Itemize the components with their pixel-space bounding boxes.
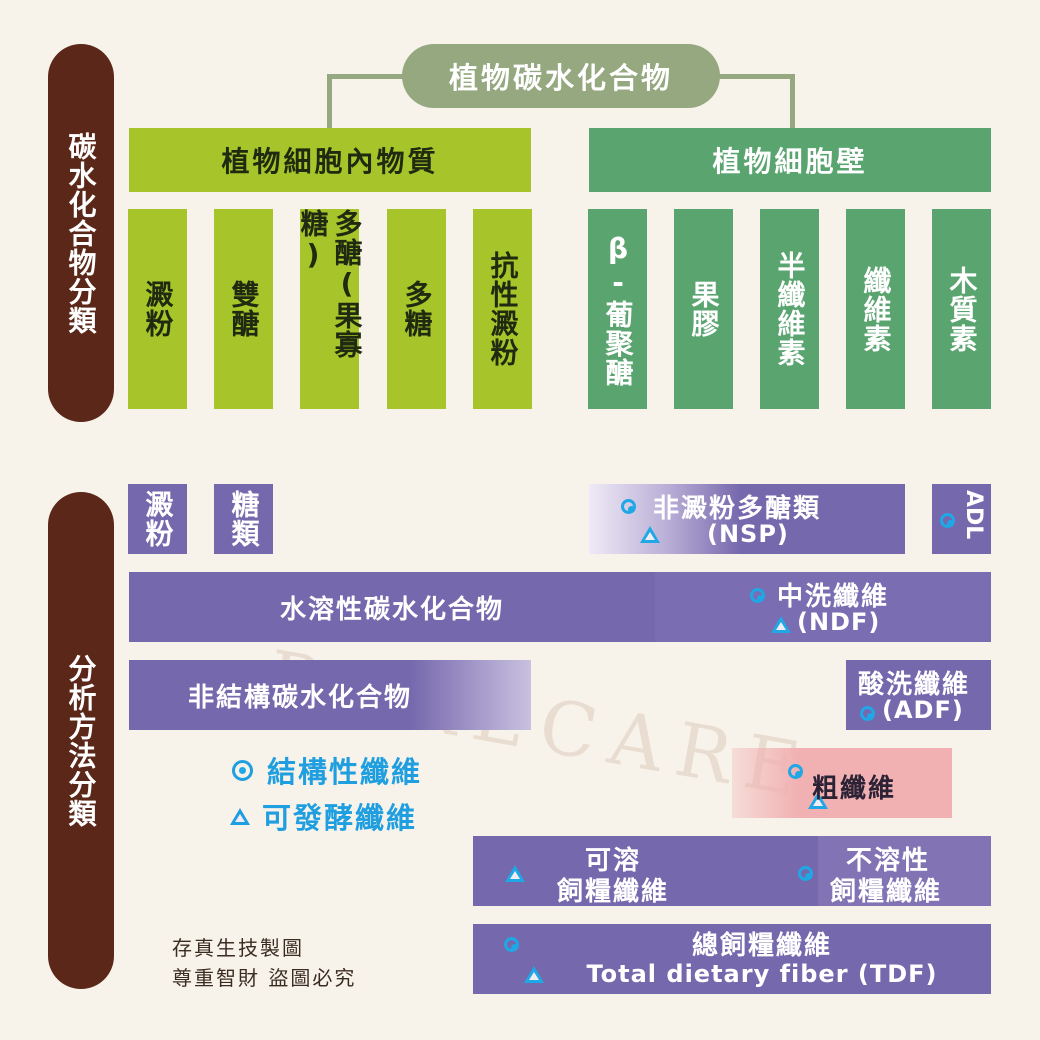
water-soluble-carb-label: 水溶性碳水化合物 (279, 594, 504, 625)
insoluble-fiber-box: 不溶性 飼糧纖維 (798, 836, 991, 907)
insoluble-fiber-line2: 飼糧纖維 (830, 877, 943, 907)
legend-fermentable-label: 可發酵纖維 (262, 801, 418, 835)
tdf-english: Total dietary fiber (TDF) (586, 960, 938, 988)
root-connector-right (790, 74, 795, 128)
structural-fiber-circle-icon (750, 588, 765, 603)
structural-fiber-circle-icon (940, 513, 955, 528)
analysis-classification-label: 分析方法分類 (48, 492, 114, 989)
root-connector-left (327, 74, 332, 128)
ndf-box: 中洗纖維 (NDF) (655, 572, 991, 642)
fermentable-fiber-triangle-icon (505, 865, 525, 882)
nsc-box: 非結構碳水化合物 (129, 660, 531, 730)
fermentable-fiber-triangle-icon (807, 792, 828, 809)
crude-fiber-box: 粗纖維 (732, 748, 952, 818)
adf-box: 酸洗纖維 (ADF) (846, 660, 991, 730)
ndf-label: 中洗纖維 (777, 582, 890, 612)
intracellular-header: 植物細胞內物質 (129, 128, 531, 192)
adl-label: ADL (961, 490, 986, 540)
root-node: 植物碳水化合物 (402, 44, 720, 108)
structural-fiber-circle-icon (860, 706, 875, 721)
legend-structural-label: 結構性纖維 (267, 755, 423, 789)
item-cellulose: 纖維素 (846, 209, 905, 409)
item-starch: 澱粉 (128, 209, 187, 409)
carb-classification-label: 碳水化合物分類 (48, 44, 114, 422)
soluble-fiber-line2: 飼糧纖維 (557, 877, 670, 907)
tdf-box: 總飼糧纖維 Total dietary fiber (TDF) (473, 924, 991, 994)
item-lignin: 木質素 (932, 209, 991, 409)
item-disaccharide: 雙醣 (214, 209, 273, 409)
structural-fiber-circle-icon (798, 866, 813, 881)
item-polysaccharide: 多糖 (387, 209, 446, 409)
adl-box: ADL (932, 484, 991, 554)
item-beta-glucan: β-葡聚醣 (588, 209, 647, 409)
item-pectin: 果膠 (674, 209, 733, 409)
ndf-abbr: (NDF) (797, 608, 881, 636)
structural-fiber-circle-icon (621, 499, 636, 514)
water-soluble-carb-box: 水溶性碳水化合物 (129, 572, 655, 642)
soluble-fiber-box: 可溶 飼糧纖維 (473, 836, 818, 907)
credit-line1: 存真生技製圖 (172, 936, 304, 960)
adf-abbr: (ADF) (882, 696, 964, 724)
legend-fermentable: 可發酵纖維 (230, 798, 418, 835)
fermentable-fiber-triangle-icon (770, 616, 791, 633)
tdf-label: 總飼糧纖維 (691, 930, 832, 961)
item-fructooligosaccharide: 多醣(果寡糖) (297, 209, 364, 409)
structural-fiber-circle-icon (504, 937, 519, 952)
item-hemicellulose: 半纖維素 (760, 209, 819, 409)
adf-label: 酸洗纖維 (858, 670, 971, 700)
legend-structural: 結構性纖維 (232, 752, 423, 789)
analysis-starch: 澱粉 (128, 484, 187, 554)
credit-line2: 尊重智財 盜圖必究 (172, 966, 357, 990)
nsp-label: 非澱粉多醣類 (653, 494, 822, 524)
structural-fiber-circle-icon (788, 764, 803, 779)
soluble-fiber-line1: 可溶 (585, 846, 642, 876)
crude-fiber-label: 粗纖維 (812, 774, 897, 804)
fermentable-fiber-triangle-icon (639, 526, 660, 543)
insoluble-fiber-line1: 不溶性 (846, 846, 931, 876)
analysis-sugars: 糖類 (214, 484, 273, 554)
circle-icon (232, 759, 253, 781)
cell-wall-header: 植物細胞壁 (589, 128, 991, 192)
nsp-box: 非澱粉多醣類 (NSP) (589, 484, 905, 554)
item-resistant-starch: 抗性澱粉 (473, 209, 532, 409)
fermentable-fiber-triangle-icon (523, 966, 544, 983)
triangle-icon (230, 807, 250, 825)
nsp-abbr: (NSP) (707, 520, 789, 548)
